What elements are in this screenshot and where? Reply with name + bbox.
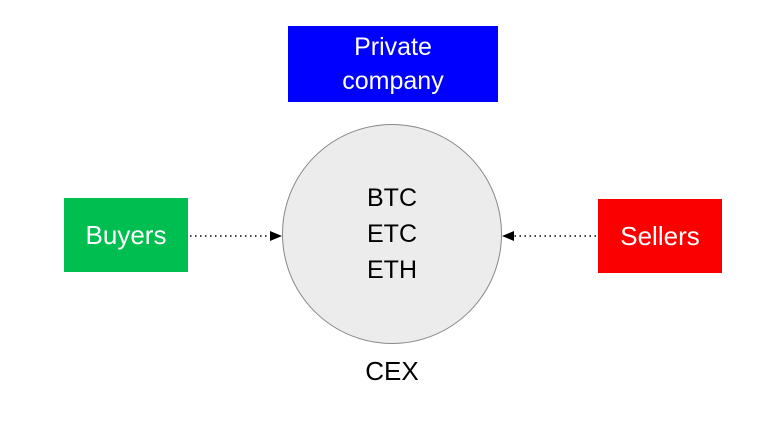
buyers-to-cex-arrow (190, 231, 282, 241)
sellers-label: Sellers (620, 220, 700, 251)
coin-label-etc: ETC (367, 220, 417, 248)
coin-label-eth: ETH (367, 256, 417, 284)
buyers-label: Buyers (85, 219, 167, 250)
arrowhead-left-icon (502, 231, 514, 241)
arrowhead-right-icon (270, 231, 282, 241)
sellers-to-cex-arrow (502, 231, 596, 241)
cex-caption: CEX (365, 356, 419, 386)
private-company-label-line2: company (342, 67, 444, 95)
buyers-box: Buyers (64, 198, 188, 272)
private-company-label-line1: Private (354, 33, 432, 61)
cex-circle: BTC ETC ETH (282, 124, 502, 344)
private-company-box: Private company (288, 26, 498, 102)
sellers-box: Sellers (598, 199, 722, 273)
coin-label-btc: BTC (367, 184, 417, 212)
